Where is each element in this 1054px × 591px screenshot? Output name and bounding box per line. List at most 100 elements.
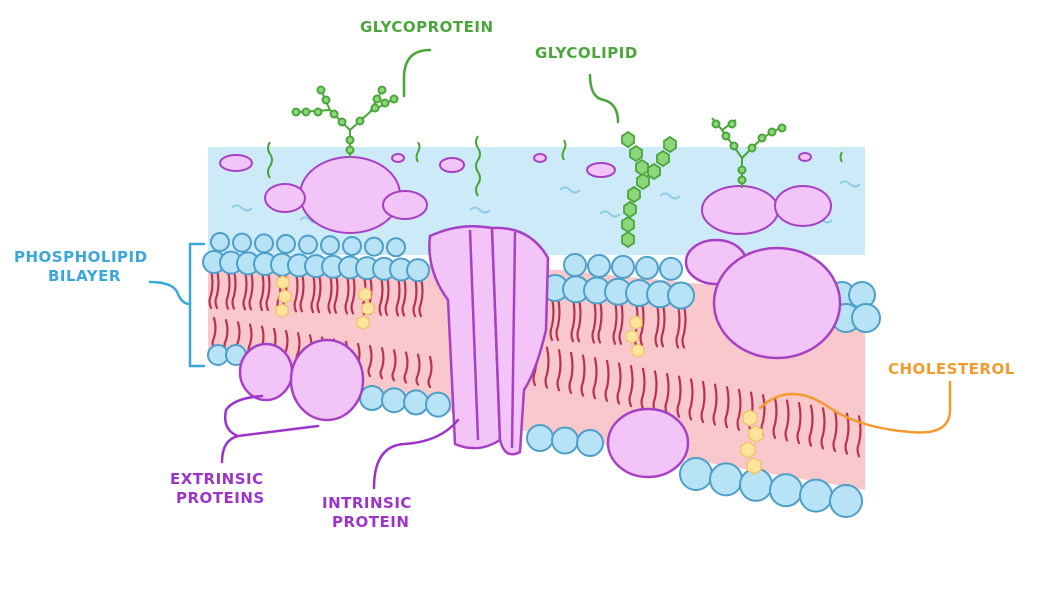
cholesterol-ring bbox=[275, 303, 289, 318]
lipid-tail bbox=[350, 274, 356, 315]
intrinsic-label-line1: INTRINSIC bbox=[322, 494, 412, 512]
glycoprotein-chain bbox=[291, 85, 399, 158]
cholesterol-ring bbox=[278, 289, 292, 304]
surface-protein bbox=[586, 162, 616, 178]
phospholipid-head bbox=[364, 236, 384, 257]
sugar bbox=[291, 107, 301, 117]
surface-protein bbox=[701, 185, 779, 235]
phospholipid-head bbox=[406, 258, 430, 283]
lipid-tail bbox=[652, 370, 658, 413]
lipid-tail bbox=[259, 270, 265, 312]
phospholipid-head bbox=[611, 254, 635, 279]
extrinsic-protein-small bbox=[238, 342, 294, 402]
cholesterol-ring bbox=[746, 457, 762, 475]
lipid-tail bbox=[736, 388, 742, 431]
sugar bbox=[767, 127, 777, 137]
sugar bbox=[777, 123, 787, 133]
sugar bbox=[313, 107, 323, 117]
phospholipid-head bbox=[679, 457, 713, 491]
lipid-tail bbox=[316, 272, 322, 314]
lipid-tail bbox=[395, 276, 401, 317]
sugar bbox=[321, 95, 331, 105]
sugar bbox=[370, 103, 380, 113]
lipid-tail bbox=[412, 277, 418, 318]
lipid-tail bbox=[242, 270, 248, 311]
lipid-tail bbox=[664, 372, 670, 416]
phospholipid-head bbox=[359, 385, 385, 411]
sugar bbox=[747, 143, 757, 153]
surface-protein bbox=[391, 153, 405, 163]
lipid-tail bbox=[597, 299, 603, 344]
sugar-squiggles bbox=[267, 135, 843, 197]
lipid-tail bbox=[415, 353, 421, 386]
lipid-tail bbox=[378, 275, 384, 316]
cholesterol-ring bbox=[356, 315, 370, 330]
intrinsic-protein-shape bbox=[428, 224, 550, 456]
sugar bbox=[737, 175, 747, 185]
phospholipid-head bbox=[587, 253, 611, 278]
sugar bbox=[380, 98, 390, 108]
sugar-hexagon bbox=[636, 172, 650, 191]
glycolipid-chain bbox=[621, 130, 677, 249]
surface-protein bbox=[219, 154, 253, 172]
cholesterol-ring bbox=[740, 441, 756, 459]
sugar-hexagon bbox=[621, 215, 635, 234]
sugar bbox=[337, 117, 347, 127]
extrinsic-label-line1: EXTRINSIC bbox=[170, 470, 264, 488]
cholesterol-molecules bbox=[275, 275, 764, 475]
phospholipid-head bbox=[425, 391, 451, 418]
sugar-hexagon bbox=[656, 149, 670, 168]
lipid-tail bbox=[544, 346, 550, 389]
lipid-tail bbox=[772, 396, 778, 439]
phospholipid-head bbox=[799, 478, 833, 513]
lipid-tail bbox=[293, 272, 299, 313]
lipid-tail bbox=[570, 298, 576, 343]
phospholipid-head bbox=[386, 237, 406, 258]
phospholipid-bracket bbox=[188, 242, 206, 368]
surface-protein bbox=[264, 183, 306, 213]
cholesterol-ring bbox=[742, 409, 758, 427]
lipid-tail bbox=[616, 362, 622, 405]
surface-protein bbox=[533, 153, 547, 163]
right-protein-body bbox=[712, 246, 842, 360]
lipid-tail bbox=[384, 275, 390, 316]
lipid-tail bbox=[568, 351, 574, 395]
extrinsic-protein-shapes bbox=[238, 338, 365, 422]
cholesterol-ring bbox=[358, 287, 372, 302]
lipid-tail bbox=[700, 380, 706, 424]
lipid-tail bbox=[712, 383, 718, 426]
lipid-tail bbox=[418, 277, 424, 318]
phospholipid-head bbox=[659, 256, 683, 281]
lipid-tail bbox=[367, 344, 373, 378]
lipid-tail bbox=[820, 407, 826, 450]
lipid-tail bbox=[618, 300, 624, 345]
sugar bbox=[345, 145, 355, 155]
lipid-tail bbox=[333, 273, 339, 314]
lipid-tail bbox=[427, 355, 433, 388]
cholesterol-label: CHOLESTEROL bbox=[888, 360, 1015, 378]
cholesterol-ring bbox=[748, 425, 764, 443]
lipid-tail bbox=[681, 304, 687, 349]
lipid-tail bbox=[612, 300, 618, 345]
sugar-hexagon bbox=[635, 158, 649, 177]
lipid-tail bbox=[784, 399, 790, 442]
lipid-tail bbox=[310, 272, 316, 314]
glycolipid-pointer bbox=[588, 73, 620, 124]
phospholipid-head bbox=[320, 235, 340, 256]
phospholipid-head bbox=[342, 235, 362, 256]
sugar-hexagon bbox=[629, 144, 643, 163]
sugar bbox=[355, 116, 365, 126]
sugar-hexagon bbox=[627, 185, 641, 204]
phospholipid-head bbox=[381, 387, 407, 414]
glycoprotein-pointer bbox=[402, 48, 432, 98]
lipid-tail bbox=[640, 367, 646, 410]
lipid-tail bbox=[628, 365, 634, 408]
extrinsic-pointer bbox=[220, 394, 320, 464]
lipid-tail bbox=[299, 272, 305, 313]
sugar bbox=[377, 85, 387, 95]
phospholipid-pointer bbox=[148, 280, 192, 306]
phospholipid-head bbox=[635, 255, 659, 280]
surface-protein bbox=[382, 190, 428, 220]
lipid-tail bbox=[556, 349, 562, 392]
